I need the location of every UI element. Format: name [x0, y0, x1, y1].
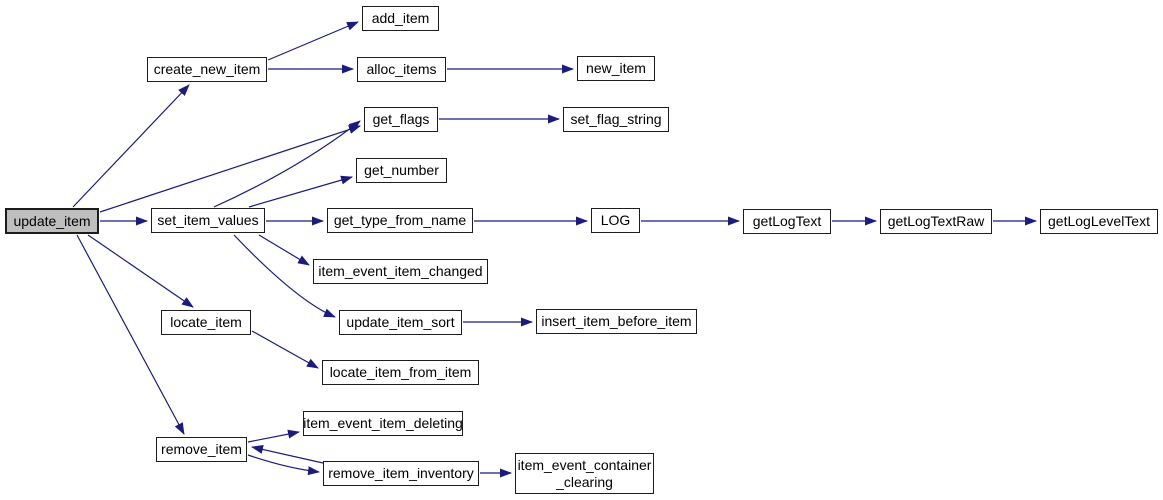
- edge-remove_item-to-remove_item_inventory: [247, 454, 320, 476]
- graph-node-item_event_container_clearing[interactable]: item_event_container _clearing: [515, 453, 654, 494]
- edge-remove_item_inventory-to-remove_item: [251, 445, 324, 464]
- edge-set_item_values-to-get_flags: [213, 120, 361, 208]
- graph-node-new_item[interactable]: new_item: [577, 56, 655, 81]
- graph-node-get_type_from_name[interactable]: get_type_from_name: [327, 208, 473, 233]
- graph-node-update_item[interactable]: update_item: [5, 208, 99, 234]
- edge-remove_item-to-item_event_item_deleting: [247, 429, 300, 443]
- graph-node-alloc_items[interactable]: alloc_items: [357, 57, 446, 82]
- edge-update_item-to-get_flags: [99, 125, 361, 213]
- edge-update_item-to-remove_item: [76, 234, 185, 435]
- edge-set_item_values-to-update_item_sort: [233, 234, 336, 318]
- edge-set_item_values-to-get_number: [248, 175, 353, 208]
- edge-update_item-to-create_new_item: [72, 84, 190, 208]
- graph-node-update_item_sort[interactable]: update_item_sort: [339, 310, 462, 335]
- graph-node-insert_item_before_item[interactable]: insert_item_before_item: [536, 309, 697, 334]
- graph-node-LOG[interactable]: LOG: [591, 208, 640, 233]
- graph-node-getLogTextRaw[interactable]: getLogTextRaw: [880, 209, 992, 234]
- edge-locate_item-to-locate_item_from_item: [251, 330, 319, 369]
- graph-node-get_flags[interactable]: get_flags: [364, 107, 438, 132]
- graph-node-getLogText[interactable]: getLogText: [743, 209, 831, 234]
- graph-node-item_event_item_changed[interactable]: item_event_item_changed: [313, 259, 488, 284]
- graph-node-locate_item[interactable]: locate_item: [161, 310, 251, 335]
- graph-node-remove_item[interactable]: remove_item: [156, 437, 247, 462]
- graph-node-remove_item_inventory[interactable]: remove_item_inventory: [323, 461, 479, 486]
- graph-node-getLogLevelText[interactable]: getLogLevelText: [1040, 209, 1158, 234]
- graph-node-locate_item_from_item[interactable]: locate_item_from_item: [322, 360, 479, 385]
- graph-node-create_new_item[interactable]: create_new_item: [147, 57, 267, 82]
- graph-node-add_item[interactable]: add_item: [362, 6, 439, 31]
- edge-set_item_values-to-item_event_item_changed: [258, 234, 310, 266]
- graph-node-set_item_values[interactable]: set_item_values: [151, 208, 265, 233]
- edge-create_new_item-to-add_item: [267, 21, 359, 61]
- graph-node-item_event_item_deleting[interactable]: item_event_item_deleting: [303, 411, 463, 436]
- graph-node-get_number[interactable]: get_number: [356, 158, 447, 183]
- graph-node-set_flag_string[interactable]: set_flag_string: [563, 107, 669, 132]
- edge-update_item-to-locate_item: [87, 234, 194, 308]
